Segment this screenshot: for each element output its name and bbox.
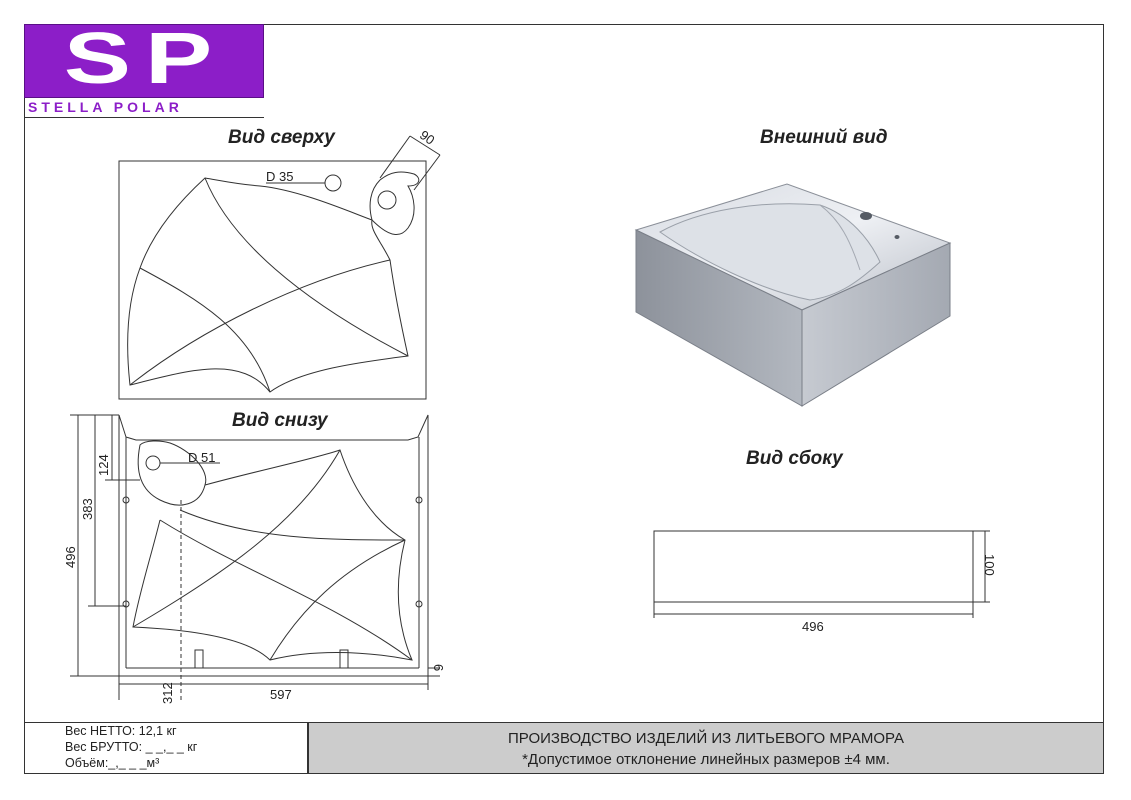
footer-specs: Вес НЕТТО: 12,1 кг Вес БРУТТО: _ _,_ _ к… [24, 722, 308, 774]
dim-side-width: 496 [802, 619, 824, 634]
gross-weight: Вес БРУТТО: _ _,_ _ кг [65, 740, 198, 754]
bottom-basin-outline [132, 449, 413, 661]
sink-side-face [801, 242, 951, 407]
dim-90-line [409, 135, 441, 156]
bottom-crease [159, 519, 413, 661]
dim-offset-6: 6 [431, 664, 446, 672]
mount-hole [415, 600, 423, 608]
logo: SP [24, 19, 264, 99]
bottom-view [70, 414, 440, 700]
footer-title-block: ПРОИЗВОДСТВО ИЗДЕЛИЙ ИЗ ЛИТЬЕВОГО МРАМОР… [308, 722, 1104, 774]
bottom-drain-hole [145, 455, 161, 471]
sink-tap-hole [860, 212, 872, 220]
logo-name: STELLA POLAR [28, 99, 183, 115]
bottom-view-title: Вид снизу [232, 410, 328, 431]
dim-height-124: 124 [96, 454, 111, 476]
net-weight: Вес НЕТТО: 12,1 кг [65, 724, 177, 738]
tolerance-note: *Допустимое отклонение линейных размеров… [522, 751, 890, 768]
external-view-title: Внешний вид [760, 127, 888, 148]
dim-90-line [413, 154, 441, 191]
dim-90-line [379, 135, 411, 179]
sink-basin [659, 203, 881, 301]
top-basin-outline [127, 177, 409, 393]
production-title: ПРОИЗВОДСТВО ИЗДЕЛИЙ ИЗ ЛИТЬЕВОГО МРАМОР… [508, 730, 904, 747]
mount-hole [122, 496, 130, 504]
logo-divider [24, 117, 264, 118]
dim-offset-312: 312 [160, 682, 175, 704]
top-drain-lobe [369, 171, 420, 235]
mount-hole [415, 496, 423, 504]
top-tap-hole [324, 174, 342, 192]
mount-hole [122, 600, 130, 608]
top-view-outline [118, 160, 427, 400]
dim-width-597: 597 [270, 687, 292, 702]
top-basin-crease [129, 259, 391, 386]
foot [194, 649, 204, 669]
side-view-outline [653, 530, 974, 603]
logo-letters: SP [63, 19, 227, 99]
external-view [634, 183, 952, 407]
top-basin-crease [204, 177, 409, 357]
top-drain [377, 190, 397, 210]
bottom-crease [269, 539, 406, 661]
bottom-view-outline [118, 414, 429, 677]
sink-overflow [894, 235, 900, 239]
top-basin-crease [139, 267, 271, 393]
bottom-crease [132, 449, 341, 628]
top-view [118, 135, 441, 400]
bottom-crease [179, 509, 406, 541]
dim-bottom-hole: D 51 [188, 450, 216, 465]
dim-height-383: 383 [80, 498, 95, 520]
foot [339, 649, 349, 669]
side-view [653, 530, 990, 618]
dim-top-hole: D 35 [266, 169, 294, 184]
side-view-title: Вид сбоку [746, 448, 843, 469]
volume: Объём:_,_ _ _м³ [65, 756, 160, 770]
top-view-title: Вид сверху [228, 127, 335, 148]
dim-height-496: 496 [63, 546, 78, 568]
dim-side-height: 100 [982, 554, 997, 576]
